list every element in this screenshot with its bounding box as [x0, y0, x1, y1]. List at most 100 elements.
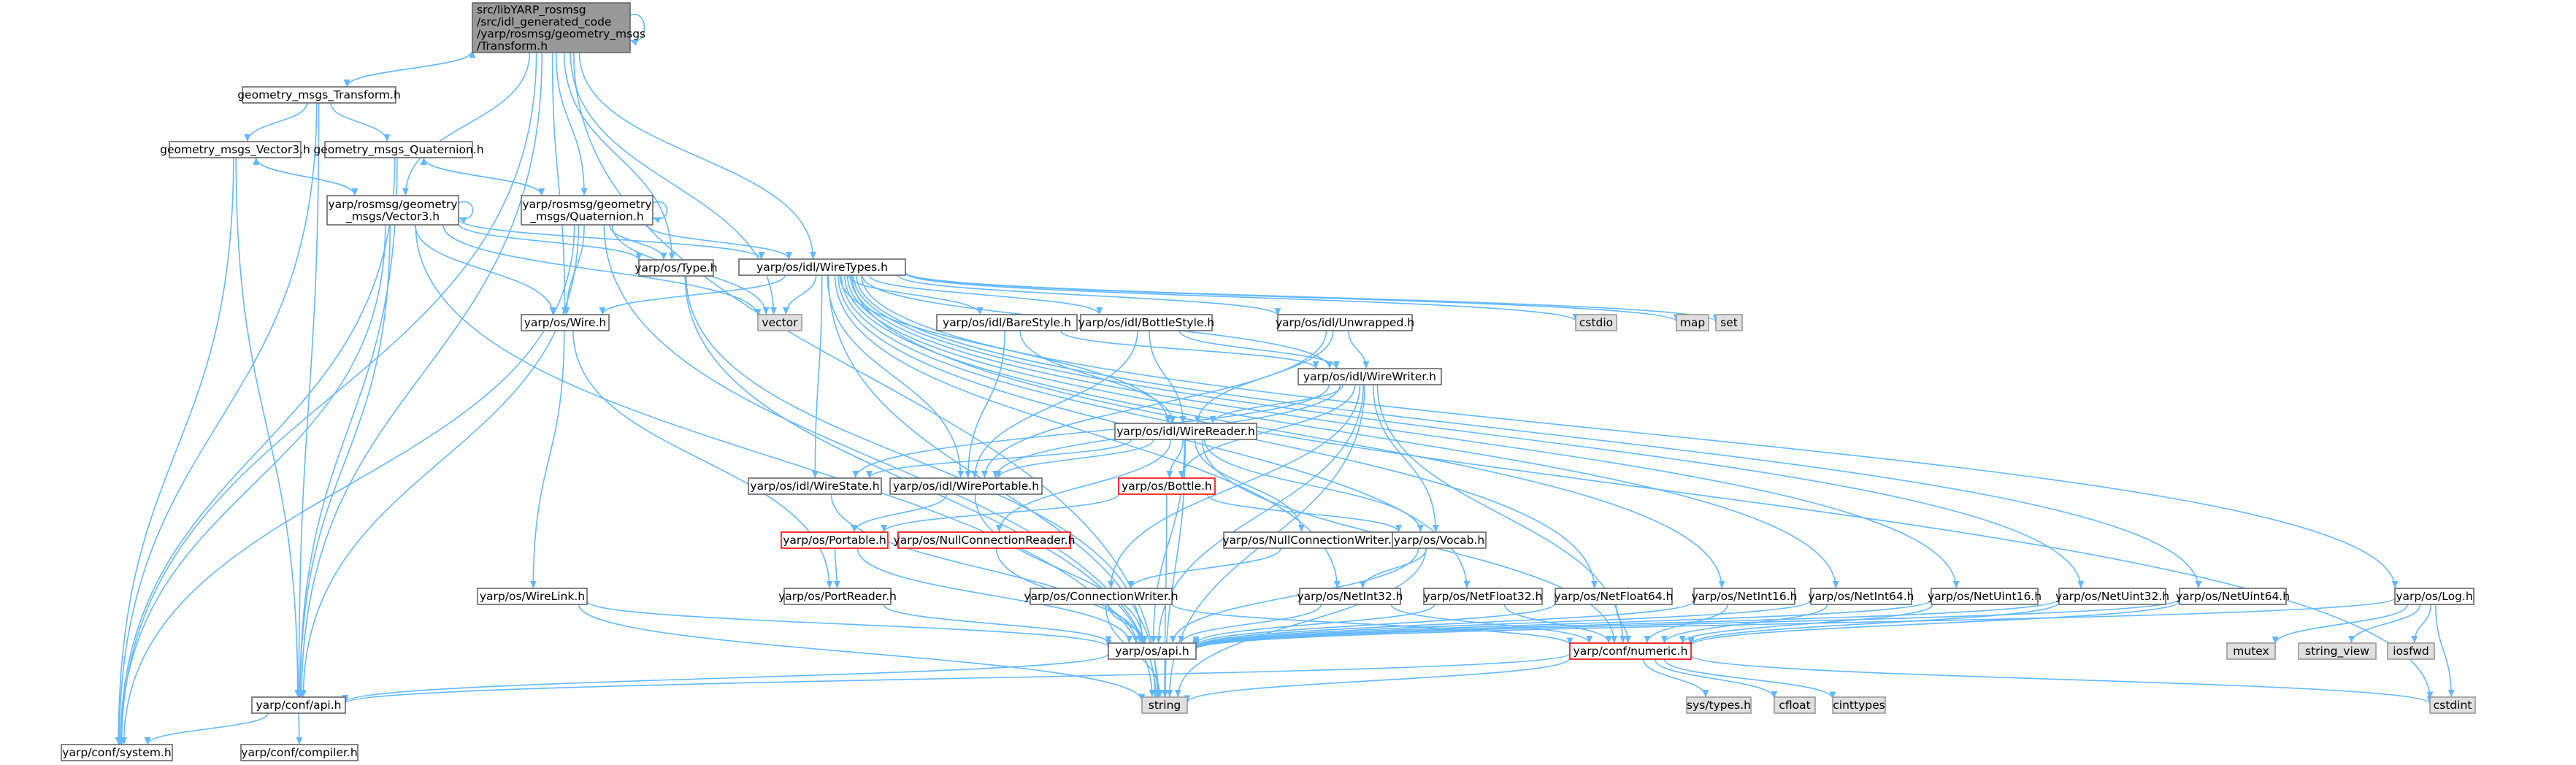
node-ww[interactable]: yarp/os/idl/WireWriter.h — [1297, 368, 1442, 385]
node-label: vector — [762, 316, 798, 329]
node-label: yarp/os/idl/BareStyle.h — [943, 316, 1071, 329]
node-log[interactable]: yarp/os/Log.h — [2394, 588, 2475, 605]
edge-type-to-osapi — [685, 275, 1146, 644]
node-t[interactable]: src/libYARP_rosmsg/src/idl_generated_cod… — [472, 2, 645, 53]
node-portable[interactable]: yarp/os/Portable.h — [781, 531, 889, 549]
edge-portable-to-osapi — [856, 547, 1132, 644]
node-confapi[interactable]: yarp/conf/api.h — [251, 696, 346, 714]
edge-ni32-to-osapi — [1178, 604, 1322, 644]
node-label: yarp/os/Bottle.h — [1122, 480, 1212, 493]
node-ni64[interactable]: yarp/os/NetInt64.h — [1808, 588, 1914, 605]
node-vector: vector — [757, 314, 802, 331]
edge-ni16-to-osapi — [1192, 600, 1695, 648]
edge-rq-to-rq — [652, 201, 668, 223]
edge-vocab-to-osapi — [1170, 547, 1419, 644]
node-label: map — [1680, 316, 1705, 329]
node-box — [889, 477, 1043, 495]
node-label: cinttypes — [1833, 699, 1885, 712]
node-gmq[interactable]: geometry_msgs_Quaternion.h — [313, 141, 484, 158]
edge-numeric-to-systypes — [1643, 658, 1709, 698]
node-wirelink[interactable]: yarp/os/WireLink.h — [477, 588, 588, 605]
edge-rv-to-wt — [458, 218, 765, 260]
edge-unwrapped-to-wp — [981, 330, 1327, 479]
edge-wire-to-portreader — [572, 330, 833, 589]
edge-numeric-to-cstdint — [1690, 654, 2434, 704]
edge-wt-to-ni16 — [844, 274, 1725, 589]
node-label: yarp/os/idl/WirePortable.h — [893, 480, 1039, 493]
node-bare[interactable]: yarp/os/idl/BareStyle.h — [936, 314, 1078, 331]
edge-wr-to-ws — [866, 439, 1132, 479]
edge-numeric-to-cinttypes — [1663, 658, 1836, 699]
node-compiler[interactable]: yarp/conf/compiler.h — [240, 744, 359, 761]
node-ni16[interactable]: yarp/os/NetInt16.h — [1691, 588, 1798, 605]
node-cstdio: cstdio — [1575, 314, 1617, 331]
node-box — [1030, 588, 1173, 605]
node-ncw[interactable]: yarp/os/NullConnectionWriter.h — [1222, 531, 1399, 549]
node-nu64[interactable]: yarp/os/NetUint64.h — [2176, 588, 2290, 605]
node-wr[interactable]: yarp/os/idl/WireReader.h — [1114, 423, 1257, 440]
node-label: yarp/os/NetUint16.h — [1928, 590, 2042, 603]
node-box — [1569, 642, 1692, 660]
node-vocab[interactable]: yarp/os/Vocab.h — [1392, 531, 1487, 549]
edge-rq-to-system — [120, 224, 575, 745]
node-bottlestyle[interactable]: yarp/os/idl/BottleStyle.h — [1078, 314, 1214, 331]
edge-numeric-to-string — [1184, 658, 1571, 703]
node-box — [1141, 696, 1188, 714]
node-wire[interactable]: yarp/os/Wire.h — [521, 314, 610, 331]
node-box — [1693, 588, 1795, 605]
node-numeric[interactable]: yarp/conf/numeric.h — [1569, 642, 1692, 660]
edge-rq-to-gmq — [420, 157, 543, 196]
node-label: src/libYARP_rosmsg — [477, 3, 586, 17]
node-label: yarp/conf/api.h — [256, 699, 341, 712]
node-label: iosfwd — [2393, 645, 2429, 658]
node-label: cstdint — [2434, 699, 2472, 712]
edge-portable-to-portreader — [833, 547, 840, 589]
edge-portreader-to-osapi — [883, 604, 1112, 644]
node-ni32[interactable]: yarp/os/NetInt32.h — [1297, 588, 1403, 605]
node-label: yarp/os/Portable.h — [783, 534, 886, 547]
node-nf32[interactable]: yarp/os/NetFloat32.h — [1423, 588, 1543, 605]
node-wt[interactable]: yarp/os/idl/WireTypes.h — [738, 258, 906, 276]
edge-ni64-to-numeric — [1660, 604, 1828, 644]
node-rq[interactable]: yarp/rosmsg/geometry_msgs/Quaternion.h — [521, 195, 653, 226]
node-box — [1108, 642, 1197, 660]
node-gmv[interactable]: geometry_msgs_Vector3.h — [160, 141, 310, 158]
node-label: yarp/os/PortReader.h — [778, 590, 897, 603]
edge-wr-to-ncw — [1194, 439, 1305, 533]
node-unwrapped[interactable]: yarp/os/idl/Unwrapped.h — [1276, 314, 1414, 331]
edge-rv-to-wire — [414, 224, 556, 315]
edge-rq-to-type — [609, 224, 667, 261]
node-box — [326, 195, 459, 226]
node-rv[interactable]: yarp/rosmsg/geometry_msgs/Vector3.h — [326, 195, 459, 226]
node-nf64[interactable]: yarp/os/NetFloat64.h — [1555, 588, 1674, 605]
node-wp[interactable]: yarp/os/idl/WirePortable.h — [889, 477, 1043, 495]
node-box — [638, 259, 714, 277]
node-system[interactable]: yarp/conf/system.h — [61, 744, 173, 761]
edge-wt-to-ni64 — [846, 274, 1839, 589]
node-box — [1299, 588, 1401, 605]
node-box — [1080, 314, 1213, 331]
node-gmt[interactable]: geometry_msgs_Transform.h — [237, 86, 401, 104]
node-portreader[interactable]: yarp/os/PortReader.h — [778, 588, 897, 605]
edge-bottle-to-vocab — [1206, 493, 1402, 533]
node-ws[interactable]: yarp/os/idl/WireState.h — [748, 477, 882, 495]
node-type[interactable]: yarp/os/Type.h — [635, 259, 718, 277]
node-box — [242, 86, 396, 104]
node-label: string — [1149, 699, 1181, 712]
node-bottle[interactable]: yarp/os/Bottle.h — [1118, 477, 1216, 495]
node-box — [1931, 588, 2039, 605]
node-nu16[interactable]: yarp/os/NetUint16.h — [1928, 588, 2042, 605]
node-box — [781, 531, 889, 549]
node-box — [2298, 642, 2377, 660]
edge-t-to-confapi — [298, 52, 543, 698]
edge-wt-to-ws — [811, 274, 823, 479]
node-nu32[interactable]: yarp/os/NetUint32.h — [2055, 588, 2169, 605]
node-label: yarp/os/NetInt64.h — [1808, 590, 1914, 603]
node-label: mutex — [2233, 645, 2269, 658]
node-box — [1810, 588, 1912, 605]
node-cw[interactable]: yarp/os/ConnectionWriter.h — [1024, 588, 1178, 605]
node-ncr[interactable]: yarp/os/NullConnectionReader.h — [894, 531, 1076, 549]
edge-cw-to-numeric — [1171, 603, 1573, 646]
node-osapi[interactable]: yarp/os/api.h — [1108, 642, 1197, 660]
node-box — [1114, 423, 1257, 440]
